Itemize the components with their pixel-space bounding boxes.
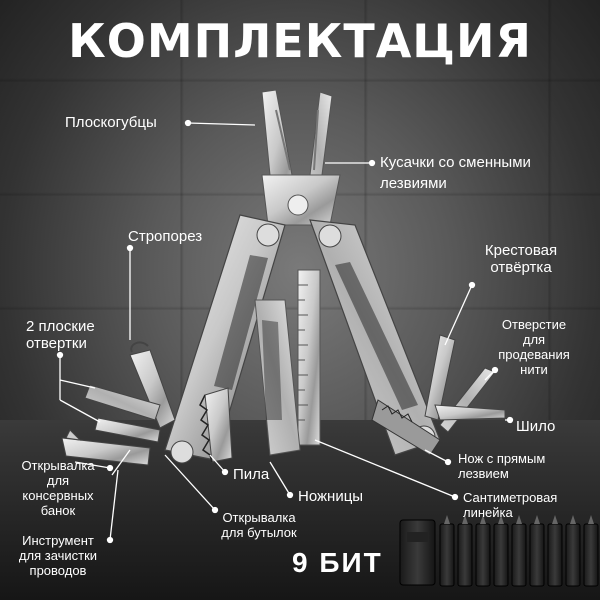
pliers-jaws [261,89,341,226]
left-handle [164,214,286,464]
left-tools [61,341,176,466]
label-can-opener-line1: Открывалка [21,458,95,473]
label-knife: Нож с прямым лезвием [458,451,546,482]
label-scissors: Ножницы [298,488,364,505]
label-knife-line2: лезвием [458,465,509,481]
label-can-opener: Открывалка для консервных банок [6,458,110,519]
label-pliers: Плоскогубцы [65,114,157,131]
label-wire-stripper: Инструмент для зачистки проводов [6,533,110,579]
label-phillips-line1: Крестовая [484,242,558,259]
label-awl: Шило [516,418,556,435]
label-cutters-line1: Кусачки со сменными [380,154,531,171]
label-knife-line1: Нож с прямым [458,451,546,466]
label-eyelet-line4: нити [520,361,548,377]
label-eyelet-line3: продевания [498,346,570,362]
label-phillips: Крестовая отвёртка [466,242,576,277]
label-strap-cutter: Стропорез [128,228,203,245]
ruler [297,269,321,446]
label-bottle-opener-line1: Открывалка [222,510,296,525]
label-cutters: Кусачки со сменными лезвиями [380,154,531,193]
label-bottle-opener: Открывалка для бутылок [200,510,318,541]
label-can-opener-line3: консервных [22,487,94,503]
bits-set [399,515,599,587]
label-ruler-line1: Сантиметровая [463,490,558,505]
label-saw: Пила [233,466,270,483]
label-eyelet-line2: для [522,331,546,347]
label-stripper-line3: проводов [29,562,87,578]
label-flat-line1: 2 плоские [26,318,95,335]
scissors [254,299,301,456]
label-eyelet: Отверстие для продевания нити [484,317,584,378]
label-can-opener-line4: банок [40,502,76,518]
label-flat-screwdrivers: 2 плоские отвертки [26,318,95,353]
label-ruler-line2: линейка [463,504,513,520]
label-stripper-line1: Инструмент [22,533,94,548]
label-cutters-line2: лезвиями [380,175,447,193]
label-flat-line2: отвертки [26,335,87,353]
label-ruler: Сантиметровая линейка [463,490,558,521]
page-title: КОМПЛЕКТАЦИЯ [68,14,532,68]
label-phillips-line2: отвёртка [490,259,552,277]
label-eyelet-line1: Отверстие [501,317,567,332]
label-bottle-opener-line2: для бутылок [221,524,297,540]
label-stripper-line2: для зачистки [18,547,98,563]
label-can-opener-line2: для [46,472,70,488]
saw [199,387,233,463]
bits-count-label: 9 БИТ [292,547,383,578]
